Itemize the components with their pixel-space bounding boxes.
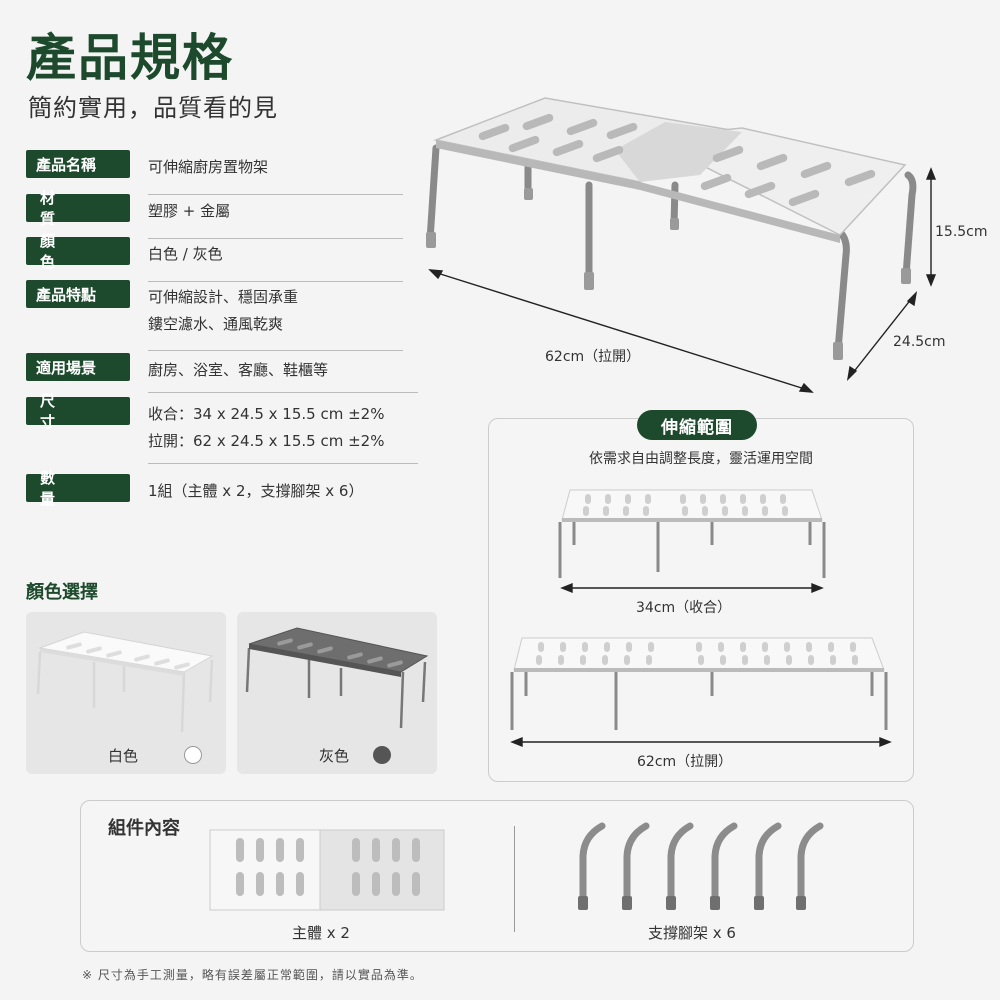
- depth-dimension-label: 24.5cm: [893, 334, 946, 350]
- spec-label-text: 尺寸: [40, 392, 94, 431]
- color-section-title: 顏色選擇: [26, 582, 98, 603]
- gray-shelf-image: [245, 627, 429, 729]
- spec-value: 1組（主體 x 2，支撐腳架 x 6）: [148, 482, 364, 500]
- spec-value: 可伸縮廚房置物架: [148, 158, 269, 176]
- divider: [148, 392, 418, 393]
- disclaimer-note: ※ 尺寸為手工測量，略有誤差屬正常範圍，請以實品為準。: [82, 968, 423, 982]
- color-card-white[interactable]: [26, 612, 226, 774]
- spec-label-text: 材質: [40, 189, 94, 228]
- extend-range-panel: [488, 418, 914, 782]
- spec-label: 產品特點: [26, 280, 130, 308]
- kit-section-title: 組件內容: [108, 818, 180, 839]
- color-card-gray[interactable]: [237, 612, 437, 774]
- page-title: 產品規格: [26, 29, 234, 87]
- spec-label: 尺寸: [26, 392, 130, 431]
- collapsed-length-label: 34cm（收合）: [636, 600, 732, 616]
- white-shelf-image: [36, 631, 214, 733]
- divider: [148, 281, 403, 282]
- divider: [148, 463, 418, 464]
- spec-value: 白色 / 灰色: [148, 245, 223, 263]
- gray-swatch[interactable]: [373, 746, 391, 764]
- spec-label-text: 數量: [40, 469, 94, 508]
- page-subtitle: 簡約實用，品質看的見: [28, 94, 278, 122]
- divider: [148, 238, 403, 239]
- white-swatch[interactable]: [184, 746, 202, 764]
- extended-length-label: 62cm（拉開）: [637, 754, 733, 770]
- spec-value: 塑膠 + 金屬: [148, 202, 231, 220]
- spec-label: 數量: [26, 469, 130, 508]
- panels-count-label: 主體 x 2: [292, 924, 350, 942]
- extend-range-badge: 伸縮範圍: [637, 410, 757, 440]
- spec-label: 顏色: [26, 232, 130, 271]
- divider: [148, 350, 403, 351]
- divider: [148, 194, 403, 195]
- color-option-white-label: 白色: [108, 747, 139, 765]
- divider: [514, 826, 515, 932]
- spec-label: 材質: [26, 189, 130, 228]
- spec-label: 產品名稱: [26, 150, 130, 178]
- height-dimension-label: 15.5cm: [935, 224, 988, 240]
- color-option-gray-label: 灰色: [319, 747, 350, 765]
- length-dimension-label: 62cm（拉開）: [545, 349, 641, 365]
- spec-label: 適用場景: [26, 353, 130, 381]
- spec-value: 收合：34 x 24.5 x 15.5 cm ±2%拉開：62 x 24.5 x…: [148, 405, 385, 450]
- extend-range-description: 依需求自由調整長度，靈活運用空間: [589, 451, 813, 467]
- spec-value: 廚房、浴室、客廳、鞋櫃等: [148, 361, 329, 379]
- legs-count-label: 支撐腳架 x 6: [648, 924, 736, 942]
- spec-label-text: 顏色: [40, 232, 94, 271]
- spec-value: 可伸縮設計、穩固承重鏤空濾水、通風乾爽: [148, 288, 299, 333]
